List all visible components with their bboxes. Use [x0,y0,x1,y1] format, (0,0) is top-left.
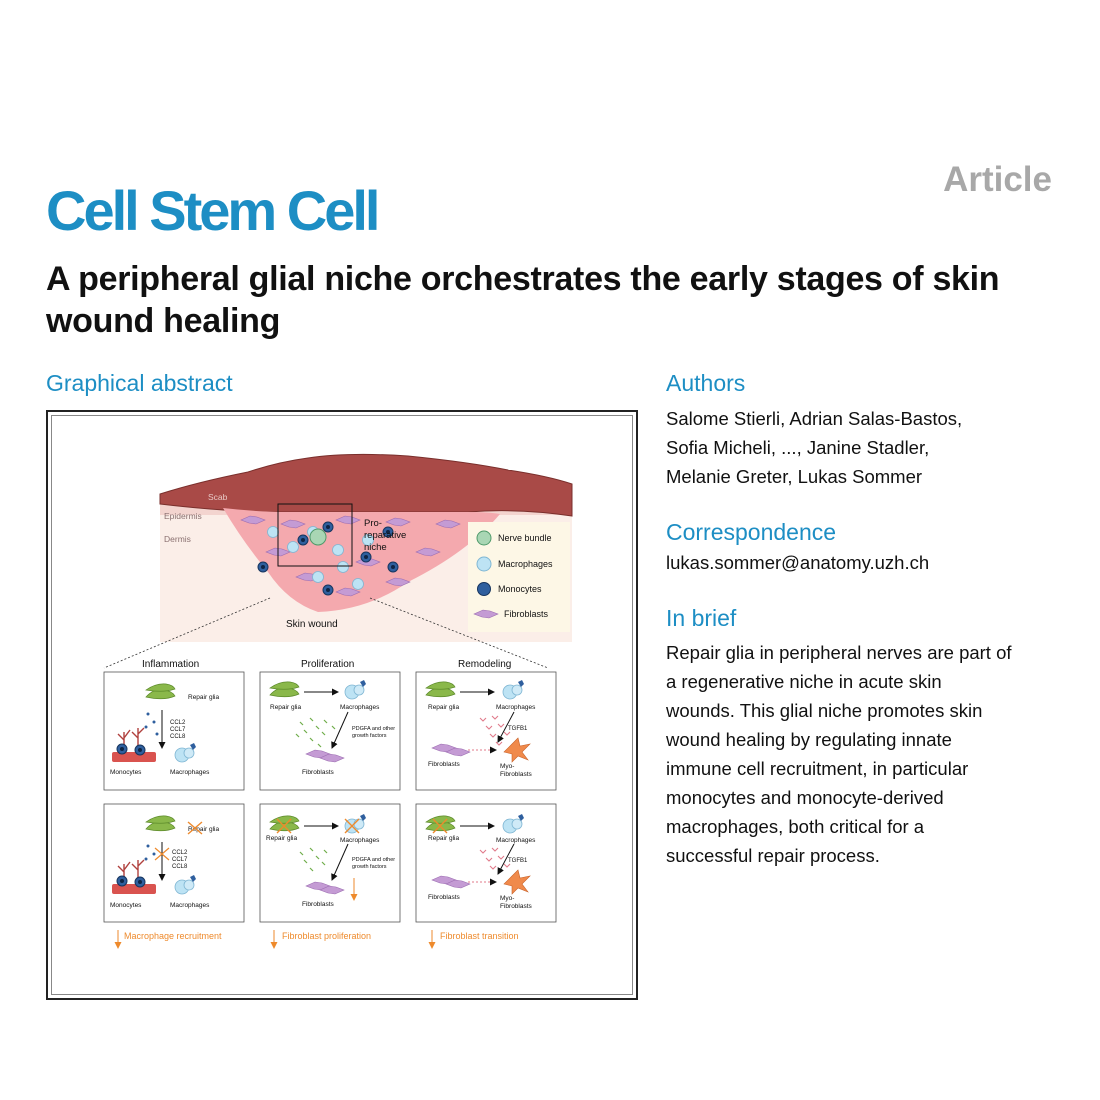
skin-wound-label: Skin wound [286,619,338,630]
in-brief-line: macrophages, both critical for a [666,816,925,837]
ccl7-label: CCL7 [172,857,188,863]
fibroblasts-label: Fibroblasts [428,894,461,901]
graphical-abstract-inner-border [51,415,633,995]
graphical-abstract-frame: Scab Epidermis Dermis Pro- reparative ni… [46,410,638,1000]
macrophages-label: Macrophages [496,704,536,711]
ccl8-label: CCL8 [170,734,186,740]
in-brief-line: wound healing by regulating innate [666,729,952,750]
in-brief-line: Repair glia in peripheral nerves are par… [666,642,1012,663]
fibroblasts-label: Fibroblasts [302,769,335,776]
stage-proliferation-title: Proliferation [301,659,354,670]
macrophages-label: Macrophages [170,769,210,776]
myofibroblasts-label-line2: Fibroblasts [500,771,533,778]
legend-fibroblasts: Fibroblasts [504,609,549,619]
stage-remodeling-title: Remodeling [458,659,511,670]
panel-inflammation-ablated: Repair glia CCL2 CCL7 CCL8 Monocytes Mac… [103,803,245,923]
macrophages-label: Macrophages [496,837,536,844]
stage-inflammation-title: Inflammation [142,659,199,670]
journal-name: Cell Stem Cell [46,179,380,242]
legend-macrophages: Macrophages [498,559,553,569]
legend-nerve-bundle: Nerve bundle [498,533,552,543]
in-brief-line: a regenerative niche in acute skin [666,671,942,692]
wound-cells [240,515,461,597]
ccl2-label: CCL2 [170,720,186,726]
monocytes-label: Monocytes [110,769,142,776]
in-brief-line: immune cell recruitment, in particular [666,758,969,779]
ccl7-label: CCL7 [170,727,186,733]
legend-monocyte-icon [477,582,491,596]
authors-line: Melanie Greter, Lukas Sommer [666,466,923,487]
outcome-macrophage-recruitment: Macrophage recruitment [124,931,222,941]
authors-list: Salome Stierli, Adrian Salas-Bastos, Sof… [666,404,962,491]
in-brief-line: successful repair process. [666,845,880,866]
tgfb1-label: TGFB1 [508,858,528,864]
macrophages-label: Macrophages [340,704,380,711]
monocytes-label: Monocytes [110,902,142,909]
myofibroblasts-label-line1: Myo- [500,895,514,902]
article-type: Article [943,160,1052,199]
niche-box [277,503,353,567]
repair-glia-label: Repair glia [188,694,219,701]
fibroblasts-label: Fibroblasts [428,761,461,768]
pdgfa-label-line2: growth factors [352,733,387,739]
graphical-abstract-figure: Scab Epidermis Dermis Pro- reparative ni… [103,453,573,949]
correspondence-heading: Correspondence [666,519,837,545]
legend-macrophage-icon [476,556,492,572]
repair-glia-label: Repair glia [188,826,219,833]
myofibroblasts-label-line1: Myo- [500,763,514,770]
panel-proliferation-normal: Repair glia Macrophages PDGFA and other … [259,671,401,791]
outcome-fibroblast-proliferation: Fibroblast proliferation [282,931,371,941]
repair-glia-label: Repair glia [270,704,301,711]
pdgfa-label-line1: PDGFA and other [352,726,395,732]
pdgfa-label-line2: growth factors [352,864,387,870]
legend-nerve-bundle-icon [476,530,492,546]
authors-line: Sofia Micheli, ..., Janine Stadler, [666,437,930,458]
niche-label-line2: reparative [364,530,406,541]
authors-line: Salome Stierli, Adrian Salas-Bastos, [666,408,963,429]
niche-label-line3: niche [364,542,387,553]
ablation-cross [187,821,203,835]
panel-proliferation-ablated: Repair glia Macrophages PDGFA and other … [259,803,401,923]
ccl8-label: CCL8 [172,864,188,870]
pdgfa-label-line1: PDGFA and other [352,857,395,863]
repair-glia-label: Repair glia [266,835,297,842]
epidermis-label: Epidermis [164,511,202,521]
panel-inflammation-normal: Repair glia CCL2 CCL7 CCL8 Monocytes Mac… [103,671,245,791]
outcome-fibroblast-transition: Fibroblast transition [440,931,519,941]
in-brief-line: wounds. This glial niche promotes skin [666,700,983,721]
ccl2-label: CCL2 [172,850,188,856]
legend-monocytes: Monocytes [498,584,542,594]
dermis-label: Dermis [164,534,191,544]
fibroblasts-label: Fibroblasts [302,901,335,908]
nerve-bundle-icon [309,528,327,546]
graphical-abstract-heading: Graphical abstract [46,370,233,396]
panel-remodeling-ablated: Repair glia Macrophages TGFB1 Fibroblast… [415,803,557,923]
tgfb1-label: TGFB1 [508,726,528,732]
in-brief-line: monocytes and monocyte-derived [666,787,944,808]
in-brief-text: Repair glia in peripheral nerves are par… [666,638,1086,870]
authors-heading: Authors [666,370,746,396]
niche-label-line1: Pro- [364,518,382,529]
macrophages-label: Macrophages [340,837,380,844]
repair-glia-label: Repair glia [428,704,459,711]
scab-label: Scab [208,492,228,502]
panel-remodeling-normal: Repair glia Macrophages TGFB1 Fibroblast… [415,671,557,791]
scab-shape [159,453,573,517]
myofibroblasts-label-line2: Fibroblasts [500,903,533,910]
article-title: A peripheral glial niche orchestrates th… [46,260,1000,340]
correspondence-email[interactable]: lukas.sommer@anatomy.uzh.ch [666,552,930,573]
macrophages-label: Macrophages [170,902,210,909]
in-brief-heading: In brief [666,605,737,631]
repair-glia-label: Repair glia [428,835,459,842]
